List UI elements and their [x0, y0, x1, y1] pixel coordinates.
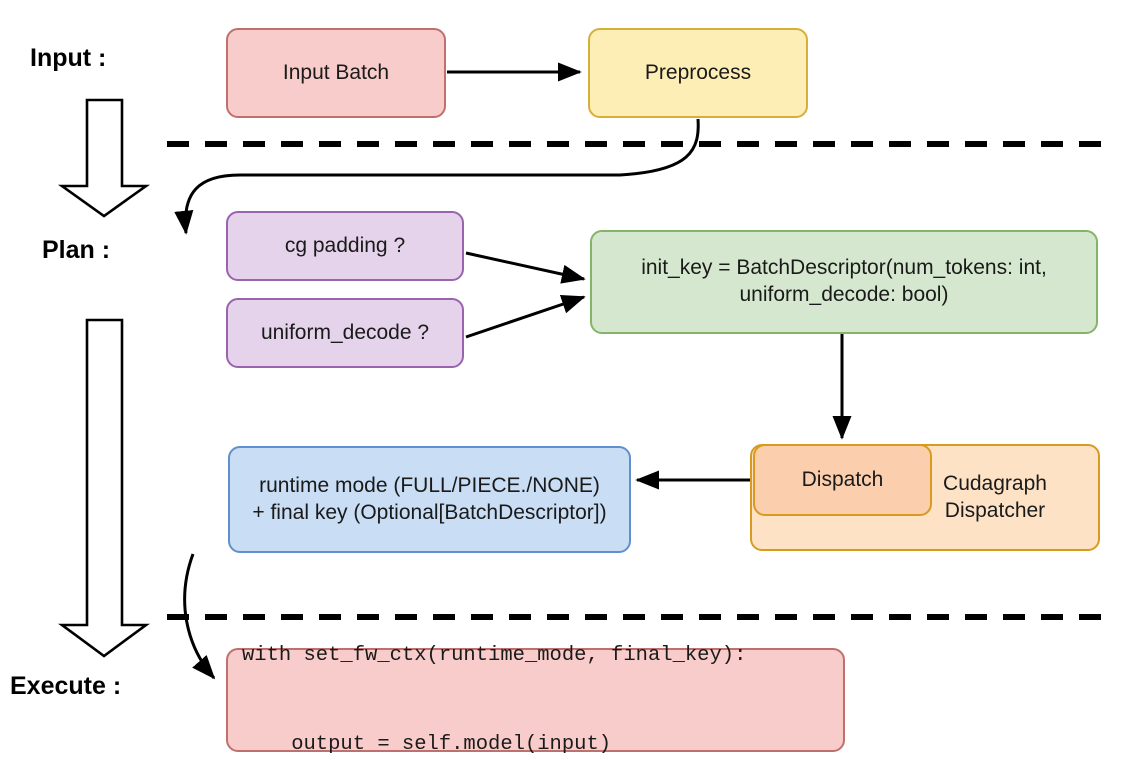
arrow-cg-padding-to-init-key — [465, 251, 586, 284]
node-preprocess-label: Preprocess — [644, 60, 752, 84]
node-execute-code-line1: with set_fw_ctx(runtime_mode, final_key)… — [242, 643, 747, 667]
node-dispatch[interactable]: Dispatch — [753, 444, 932, 516]
node-init-key[interactable]: init_key = BatchDescriptor(num_tokens: i… — [590, 230, 1098, 334]
node-cudagraph-dispatcher-line1: Cudagraph — [943, 471, 1047, 495]
block-arrow-plan-to-execute — [58, 318, 150, 658]
node-runtime-mode[interactable]: runtime mode (FULL/PIECE./NONE) + final … — [228, 446, 631, 553]
node-input-batch[interactable]: Input Batch — [226, 28, 446, 118]
arrow-uniform-decode-to-init-key — [465, 295, 586, 339]
node-uniform-decode-label: uniform_decode ? — [260, 320, 430, 344]
stage-label-input: Input : — [30, 44, 107, 72]
node-execute-code-line2: output = self.model(input) — [242, 732, 612, 756]
block-arrow-input-to-plan — [57, 98, 151, 218]
node-runtime-mode-line1: runtime mode (FULL/PIECE./NONE) — [259, 473, 600, 497]
node-cg-padding-label: cg padding ? — [284, 233, 406, 257]
node-uniform-decode[interactable]: uniform_decode ? — [226, 298, 464, 368]
node-dispatch-label: Dispatch — [801, 467, 884, 491]
stage-label-plan: Plan : — [42, 236, 111, 264]
node-init-key-line2: uniform_decode: bool) — [739, 283, 949, 306]
stage-label-execute: Execute : — [10, 672, 122, 700]
node-preprocess[interactable]: Preprocess — [588, 28, 808, 118]
node-cudagraph-dispatcher-line2: Dispatcher — [944, 498, 1046, 522]
node-input-batch-label: Input Batch — [282, 60, 390, 84]
arrow-runtime-mode-to-execute-code — [183, 553, 216, 680]
node-runtime-mode-line2: + final key (Optional[BatchDescriptor]) — [252, 500, 607, 524]
node-cg-padding[interactable]: cg padding ? — [226, 211, 464, 281]
node-init-key-line1: init_key = BatchDescriptor(num_tokens: i… — [641, 256, 1047, 280]
node-execute-code[interactable]: with set_fw_ctx(runtime_mode, final_key)… — [226, 644, 845, 756]
